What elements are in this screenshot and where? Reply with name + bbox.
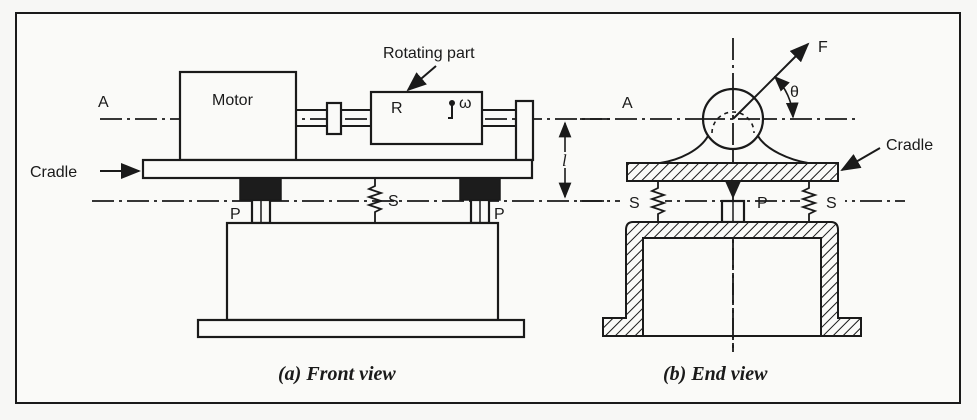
rotating-part-label: Rotating part [383,45,475,62]
spring-label-end-right: S [826,195,837,212]
cradle-label-front: Cradle [30,164,77,181]
pivot-block-right [459,177,501,201]
rotor-label: R [391,100,403,117]
spring-end-left [649,181,667,222]
front-view: A Motor R ω Rotating part Cradle P [30,45,610,385]
motor-label: Motor [212,92,254,109]
end-view: A F θ Cradle P S S [580,38,933,385]
cradle-front [141,158,534,180]
cradle-end [626,162,839,182]
base-plate [196,318,526,339]
frame-end [602,221,862,337]
length-label: l [562,151,567,170]
length-label-bg [559,152,571,168]
end-view-caption: (b) End view [663,363,768,385]
cradle-pointer-end [840,147,881,172]
motor [178,70,298,162]
unbalance-arm [448,103,453,119]
angle-arc [773,75,799,119]
knife-edge-pivot [725,181,741,199]
pivot-label-right: P [494,206,505,223]
front-view-caption: (a) Front view [278,363,396,385]
spring-front [366,178,384,223]
bearing-post [514,99,535,162]
rotating-part-pointer [406,65,437,92]
omega-label: ω [459,95,472,112]
force-arrow [732,42,810,120]
cradle-label-end: Cradle [886,137,933,154]
spring-label-front: S [388,193,399,210]
base-block [225,221,500,322]
pivot-label-end: P [757,195,768,212]
axis-a-label-end: A [622,95,633,112]
coupling [325,101,343,136]
axis-a-label: A [98,94,109,111]
rotor-hidden-arc [711,111,755,134]
angle-label: θ [790,84,799,101]
rotating-part [369,90,484,146]
force-label: F [818,39,828,56]
pivot-label-left: P [230,206,241,223]
spring-label-end-left: S [629,195,640,212]
spring-end-right [800,181,818,222]
pivot-block-left [239,177,282,201]
